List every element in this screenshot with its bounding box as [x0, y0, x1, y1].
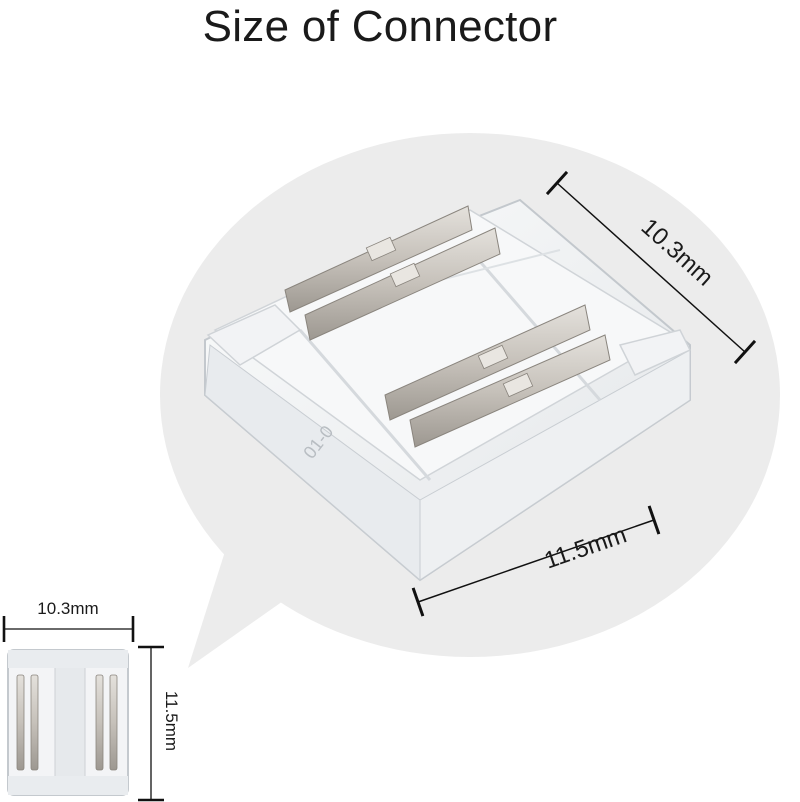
connector-small-image — [7, 649, 129, 796]
small-width-label: 10.3mm — [37, 599, 98, 618]
page-title: Size of Connector — [202, 2, 558, 51]
dimension-small-height: 11.5mm — [138, 645, 181, 802]
dimension-small-width: 10.3mm — [2, 599, 135, 642]
small-height-label: 11.5mm — [162, 691, 181, 751]
